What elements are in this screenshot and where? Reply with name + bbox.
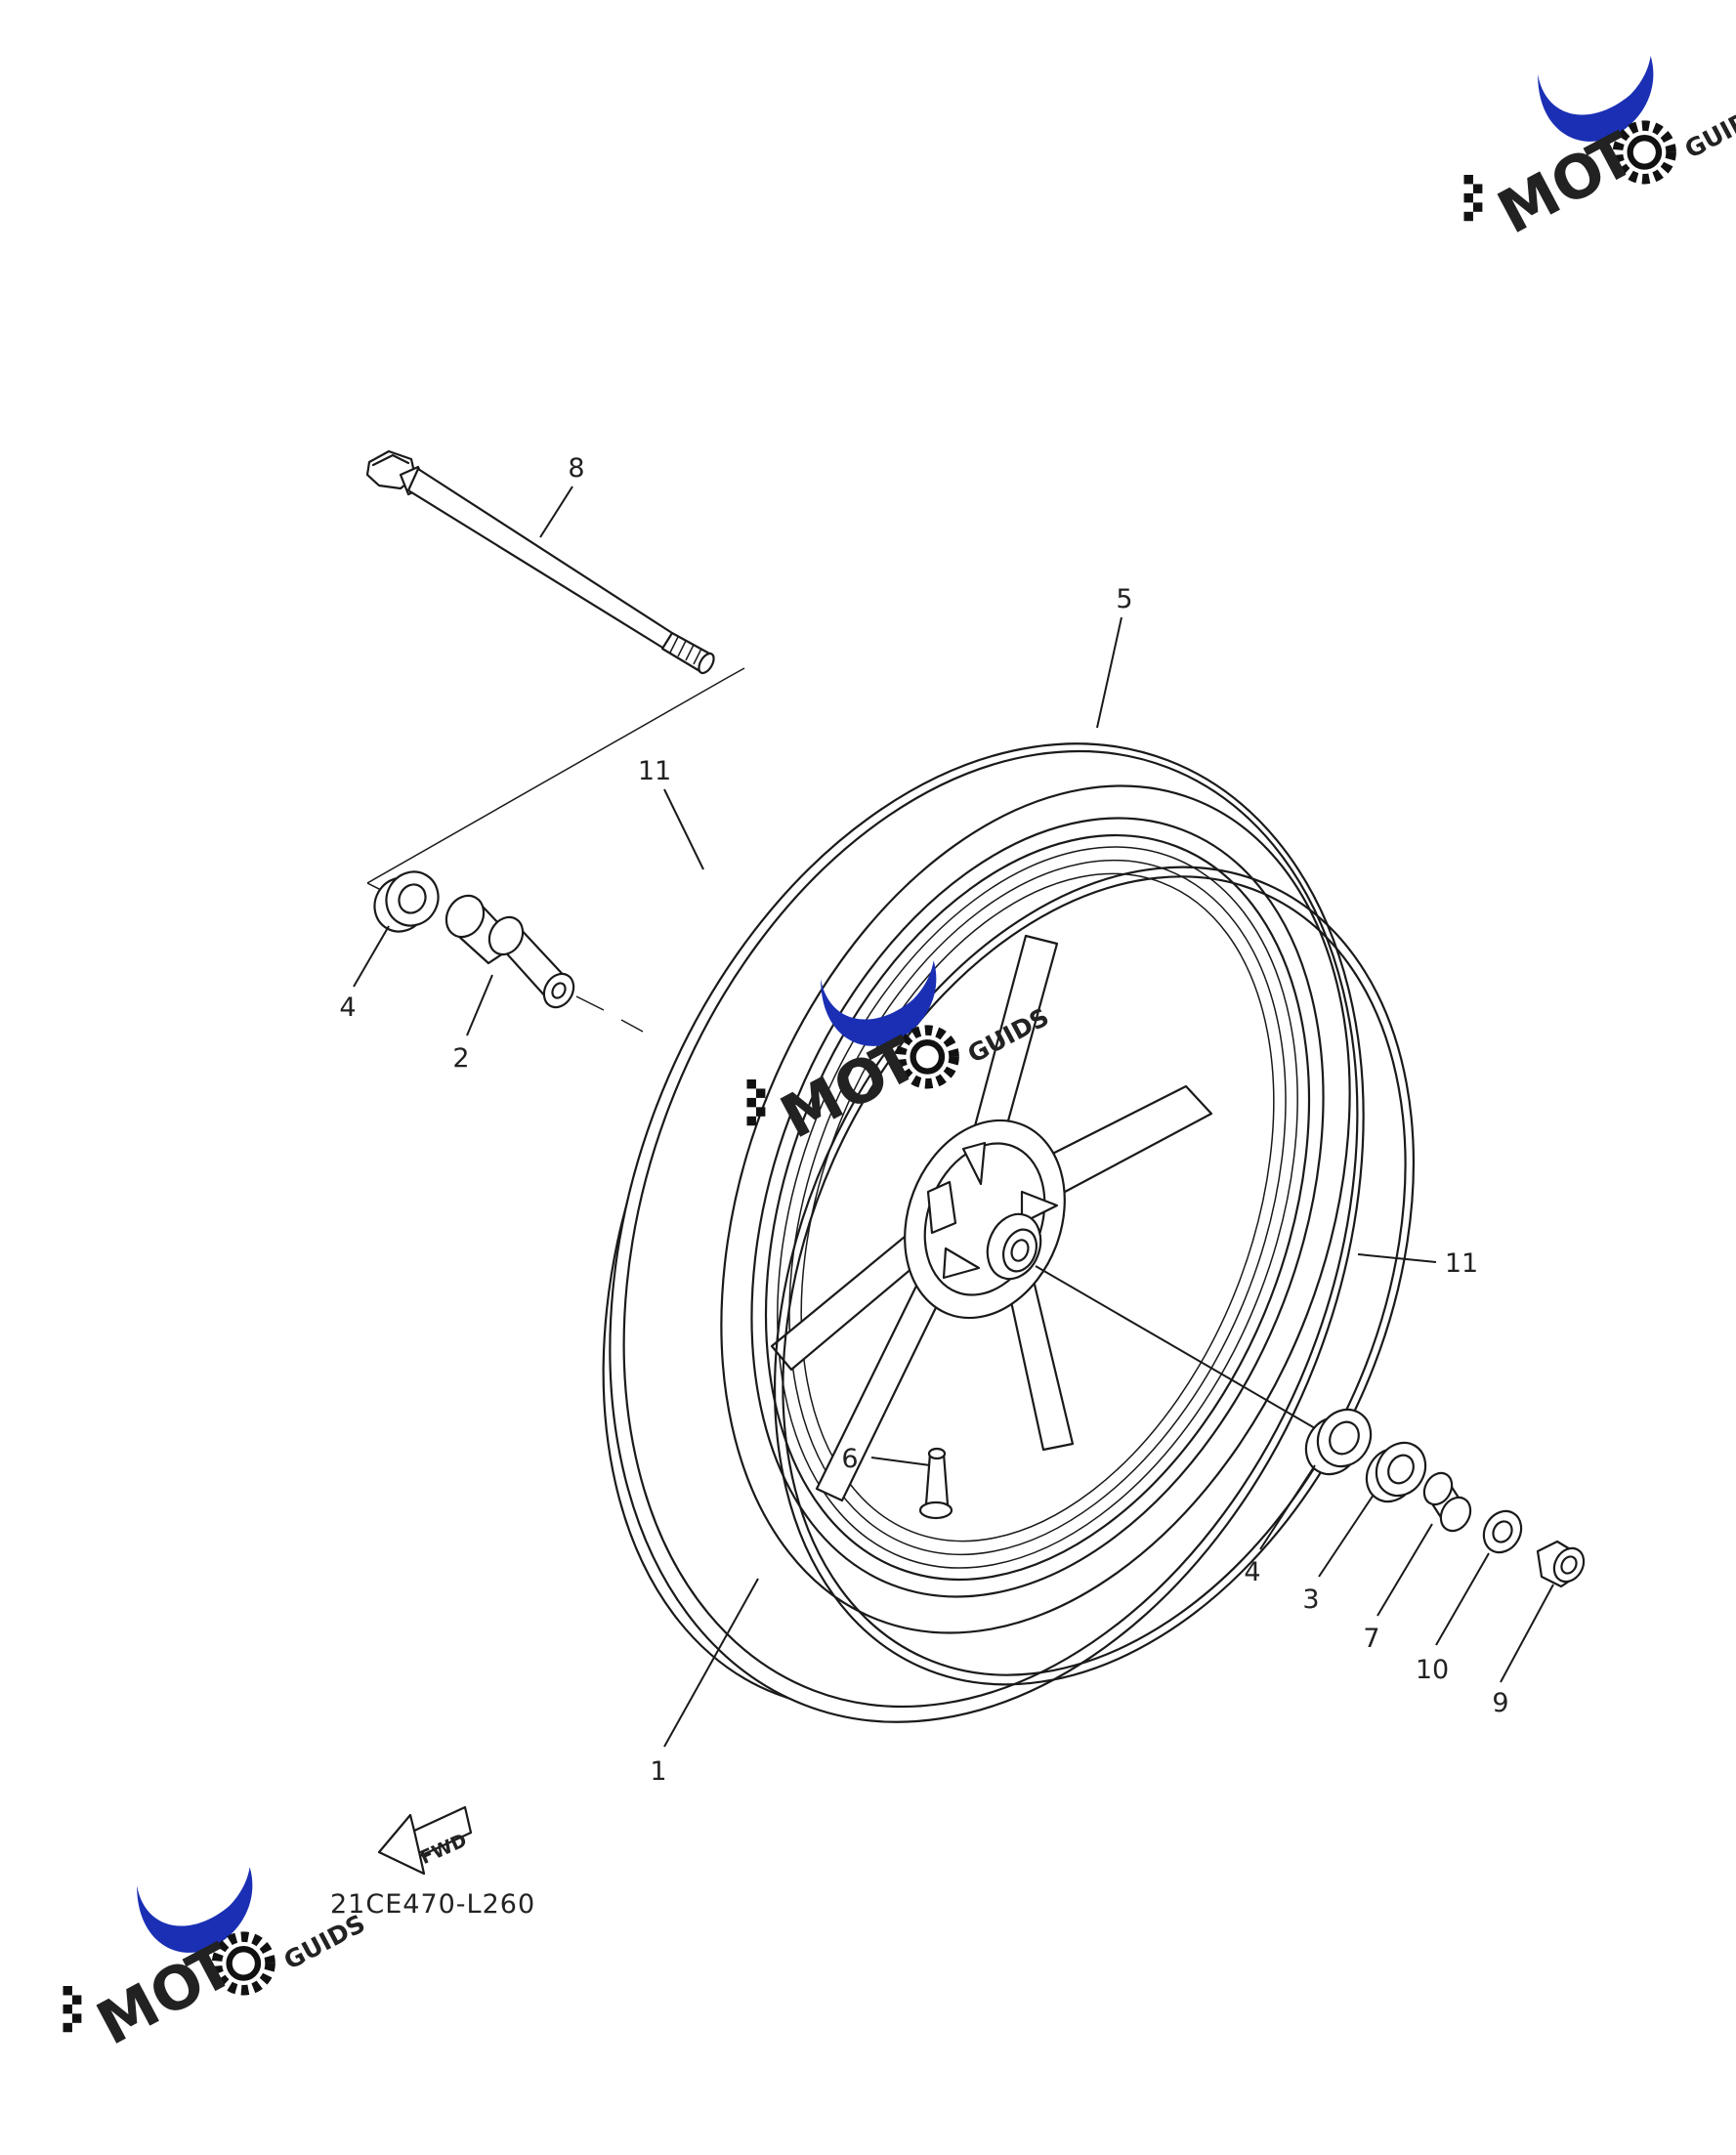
axle-shaft [367, 451, 717, 676]
callout-8: 8 [568, 453, 584, 484]
watermark-logo-top-right [1464, 55, 1736, 254]
callout-4-right: 4 [1244, 1557, 1260, 1587]
collar [1418, 1468, 1476, 1537]
leader-2 [467, 975, 492, 1035]
leader-9 [1501, 1585, 1553, 1682]
leader-11-left [664, 789, 703, 869]
spacer [439, 889, 579, 1013]
leader-4-left [354, 926, 389, 987]
diagram-code: 21CE470-L260 [330, 1889, 535, 1920]
callout-11-right: 11 [1445, 1248, 1478, 1279]
callout-3: 3 [1302, 1585, 1319, 1615]
axle-guide-line-2 [576, 996, 643, 1032]
leader-8 [540, 486, 572, 537]
leader-10 [1436, 1553, 1489, 1645]
leader-7 [1377, 1524, 1432, 1616]
callout-10: 10 [1416, 1655, 1449, 1685]
washer [1476, 1504, 1528, 1559]
callout-5: 5 [1116, 584, 1132, 614]
callout-1: 1 [650, 1756, 666, 1787]
callout-2: 2 [452, 1043, 469, 1074]
leader-4-right [1260, 1465, 1315, 1549]
axle-nut [1538, 1542, 1589, 1587]
axle-guide-line [367, 668, 744, 898]
callout-9: 9 [1492, 1688, 1508, 1718]
bearing-left [364, 863, 447, 941]
fwd-arrow-icon: FWD [379, 1807, 471, 1874]
callout-11-left: 11 [638, 756, 671, 786]
leader-3 [1319, 1495, 1374, 1577]
watermark-logo-bottom-left [64, 1866, 370, 2065]
leader-5 [1097, 617, 1122, 728]
callout-7: 7 [1363, 1624, 1379, 1654]
callout-6: 6 [841, 1444, 858, 1474]
callout-4-left: 4 [339, 993, 356, 1023]
